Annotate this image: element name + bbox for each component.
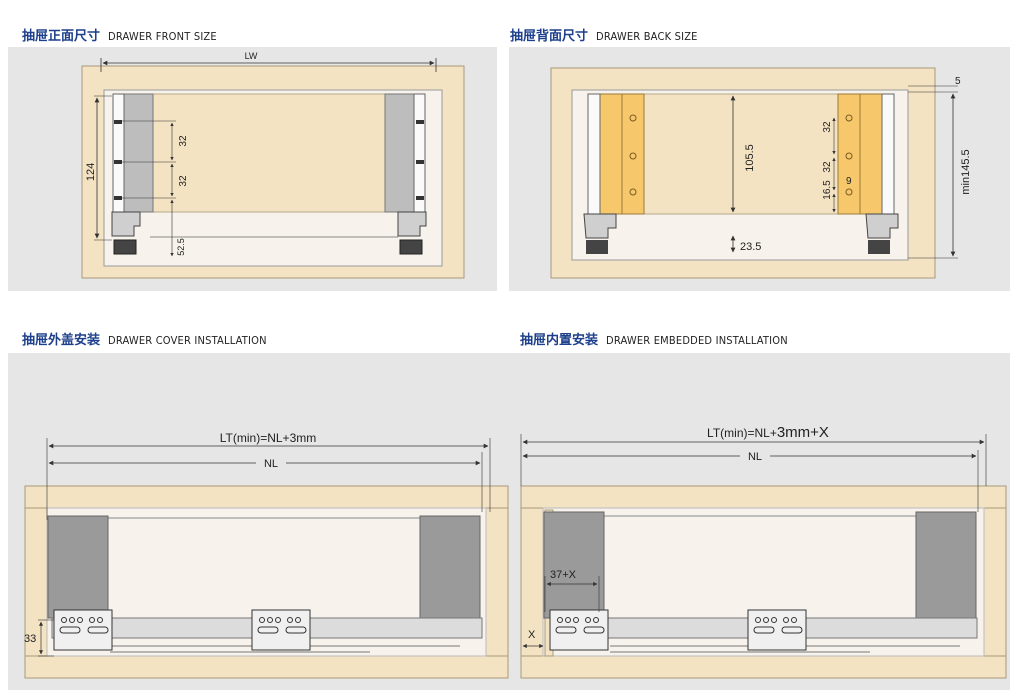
left-side-panel — [123, 93, 154, 213]
drawer-box-back — [643, 93, 839, 215]
dim-23-5: 23.5 — [740, 241, 761, 253]
dim-16-5: 16.5 — [822, 180, 833, 200]
right-side-panel — [384, 93, 415, 213]
dim-back-32-lower: 32 — [822, 161, 833, 173]
embedded-left-side — [543, 511, 605, 619]
title-cn: 抽屉背面尺寸 — [510, 28, 589, 43]
dim-52-5: 52.5 — [176, 238, 186, 256]
drawer-box-front — [149, 93, 387, 213]
cover-right-side — [419, 515, 481, 619]
title-cn: 抽屉内置安装 — [520, 332, 599, 347]
embedded-left-board — [520, 507, 544, 679]
dim-124: 124 — [85, 163, 97, 181]
dim-x: X — [528, 629, 536, 641]
left-slide-rail — [112, 93, 125, 213]
title-cn: 抽屉正面尺寸 — [22, 28, 101, 43]
dim-37-x: 37+X — [550, 569, 577, 581]
left-clip-mechanism — [111, 211, 141, 237]
cover-top-board — [24, 485, 509, 509]
dim-lw: LW — [245, 51, 258, 61]
cover-bottom-board — [24, 655, 509, 679]
cover-clip-left — [53, 609, 113, 651]
embedded-clip-left — [549, 609, 609, 651]
dim-32-upper: 32 — [178, 135, 189, 147]
dim-lt-embedded: LT(min)=NL+3mm+X — [707, 424, 829, 441]
cover-diagram: LT(min)=NL+3mm NL 33 — [24, 431, 509, 679]
front-diagram: LW 124 32 32 52.5 — [81, 51, 465, 279]
section-title-cover: 抽屉外盖安装 DRAWER COVER INSTALLATION — [22, 329, 267, 348]
right-clip-mechanism — [397, 211, 427, 237]
embedded-drawer-box — [601, 515, 919, 619]
dim-back-32-upper: 32 — [822, 121, 833, 133]
embedded-bottom-board — [520, 655, 1007, 679]
cover-clip-center — [251, 609, 311, 651]
embedded-top-board — [520, 485, 1007, 509]
dim-32-lower: 32 — [178, 175, 189, 187]
lt-prefix: LT(min)=NL+ — [707, 426, 777, 440]
dim-min145-5: min145.5 — [960, 149, 972, 194]
left-back-clip — [583, 213, 617, 239]
dim-lt-cover: LT(min)=NL+3mm — [220, 431, 316, 445]
dim-5: 5 — [955, 76, 961, 87]
cover-left-side — [47, 515, 109, 619]
dim-33: 33 — [24, 633, 36, 645]
embedded-diagram: LT(min)=NL+3mm+X NL 37+X X — [520, 424, 1007, 679]
section-title-back: 抽屉背面尺寸 DRAWER BACK SIZE — [510, 25, 698, 44]
right-slide-rail — [413, 93, 426, 213]
embedded-right-side — [915, 511, 977, 619]
embedded-right-board — [983, 507, 1007, 679]
title-en: DRAWER COVER INSTALLATION — [108, 334, 267, 347]
back-diagram: 105.5 23.5 5 min145.5 32 32 16.5 9 — [550, 67, 972, 279]
dim-105-5: 105.5 — [744, 144, 756, 172]
dim-nl-embedded: NL — [748, 451, 762, 463]
title-cn: 抽屉外盖安装 — [22, 332, 101, 347]
section-title-embedded: 抽屉内置安装 DRAWER EMBEDDED INSTALLATION — [520, 329, 788, 348]
cover-right-board — [485, 507, 509, 679]
section-title-front: 抽屉正面尺寸 DRAWER FRONT SIZE — [22, 25, 217, 44]
dim-nl-cover: NL — [264, 458, 278, 470]
title-en: DRAWER BACK SIZE — [596, 30, 698, 43]
embedded-clip-center — [747, 609, 807, 651]
title-en: DRAWER EMBEDDED INSTALLATION — [606, 334, 788, 347]
dim-9: 9 — [846, 176, 852, 187]
right-back-clip — [865, 213, 899, 239]
cover-drawer-box — [106, 517, 422, 619]
lt-suffix: 3mm+X — [777, 424, 829, 441]
title-en: DRAWER FRONT SIZE — [108, 30, 217, 43]
cover-left-board — [24, 507, 48, 679]
